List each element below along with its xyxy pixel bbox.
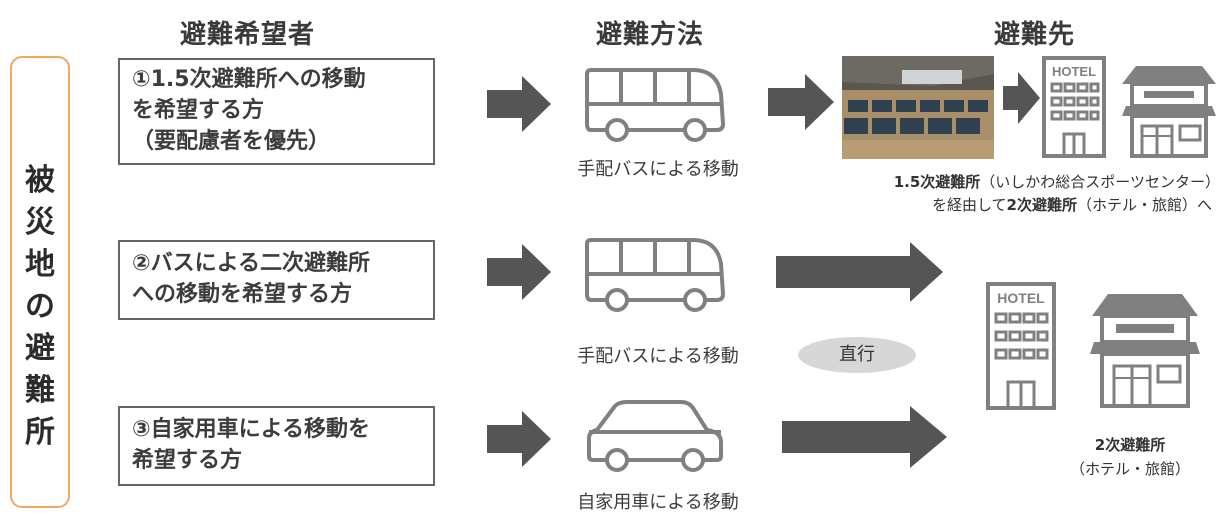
arrow-row2-a [487,244,551,300]
dest1-rest-1: （いしかわ総合スポーツセンター） [980,173,1220,191]
arrow-row2-b [776,242,943,302]
dest2-subtitle: （ホテル・旅館） [1069,460,1190,478]
dest1-pre-2: を経由して [931,196,1007,214]
arrow-row3-b [782,406,947,468]
dest1-caption-line1: 1.5次避難所（いしかわ総合スポーツセンター） [820,171,1220,192]
method-label-3: 自家用車による移動 [577,492,739,513]
direct-badge: 直行 [798,337,916,373]
hotel-icon: HOTEL [986,282,1056,410]
header-evacuees: 避難希望者 [180,20,316,50]
method-label-2: 手配バスによる移動 [577,346,739,367]
dest1-rest-2: （ホテル・旅館）へ [1076,196,1212,214]
method-label-1: 手配バスによる移動 [577,159,739,180]
request-box-2 [118,240,435,320]
bus-icon [585,68,726,142]
dest1-bold-2: 2次避難所 [1006,196,1077,214]
ryokan-icon [1090,294,1200,408]
header-method: 避難方法 [596,20,705,50]
dest1-bold-1: 1.5次避難所 [893,173,981,191]
request-text-3: ③自家用車による移動を 希望する方 [132,417,370,473]
request-text-2: ②バスによる二次避難所 への移動を希望する方 [132,251,370,307]
sports-center-photo [842,56,994,159]
header-destination: 避難先 [994,20,1076,50]
side-label: 被災地の避難所 [25,163,55,450]
request-box-1 [118,58,435,165]
dest2-caption: 2次避難所 （ホテル・旅館） [1030,433,1223,481]
arrow-row1-a [487,76,551,132]
arrow-row3-a [487,411,551,467]
car-icon [587,400,723,472]
ryokan-icon [1122,66,1216,158]
arrow-row1-b [768,74,834,130]
request-text-1: ①1.5次避難所への移動 を希望する方 （要配慮者を優先） [132,67,366,154]
dest2-title: 2次避難所 [1094,436,1166,454]
arrow-row1-c [1003,72,1040,124]
request-box-3 [118,406,435,486]
hotel-icon: HOTEL [1042,56,1106,158]
svg-text:HOTEL: HOTEL [997,290,1045,306]
side-frame [10,56,70,508]
bus-icon [585,238,726,312]
svg-text:HOTEL: HOTEL [1052,64,1096,79]
dest1-caption-line2: を経由して2次避難所（ホテル・旅館）へ [820,194,1212,215]
